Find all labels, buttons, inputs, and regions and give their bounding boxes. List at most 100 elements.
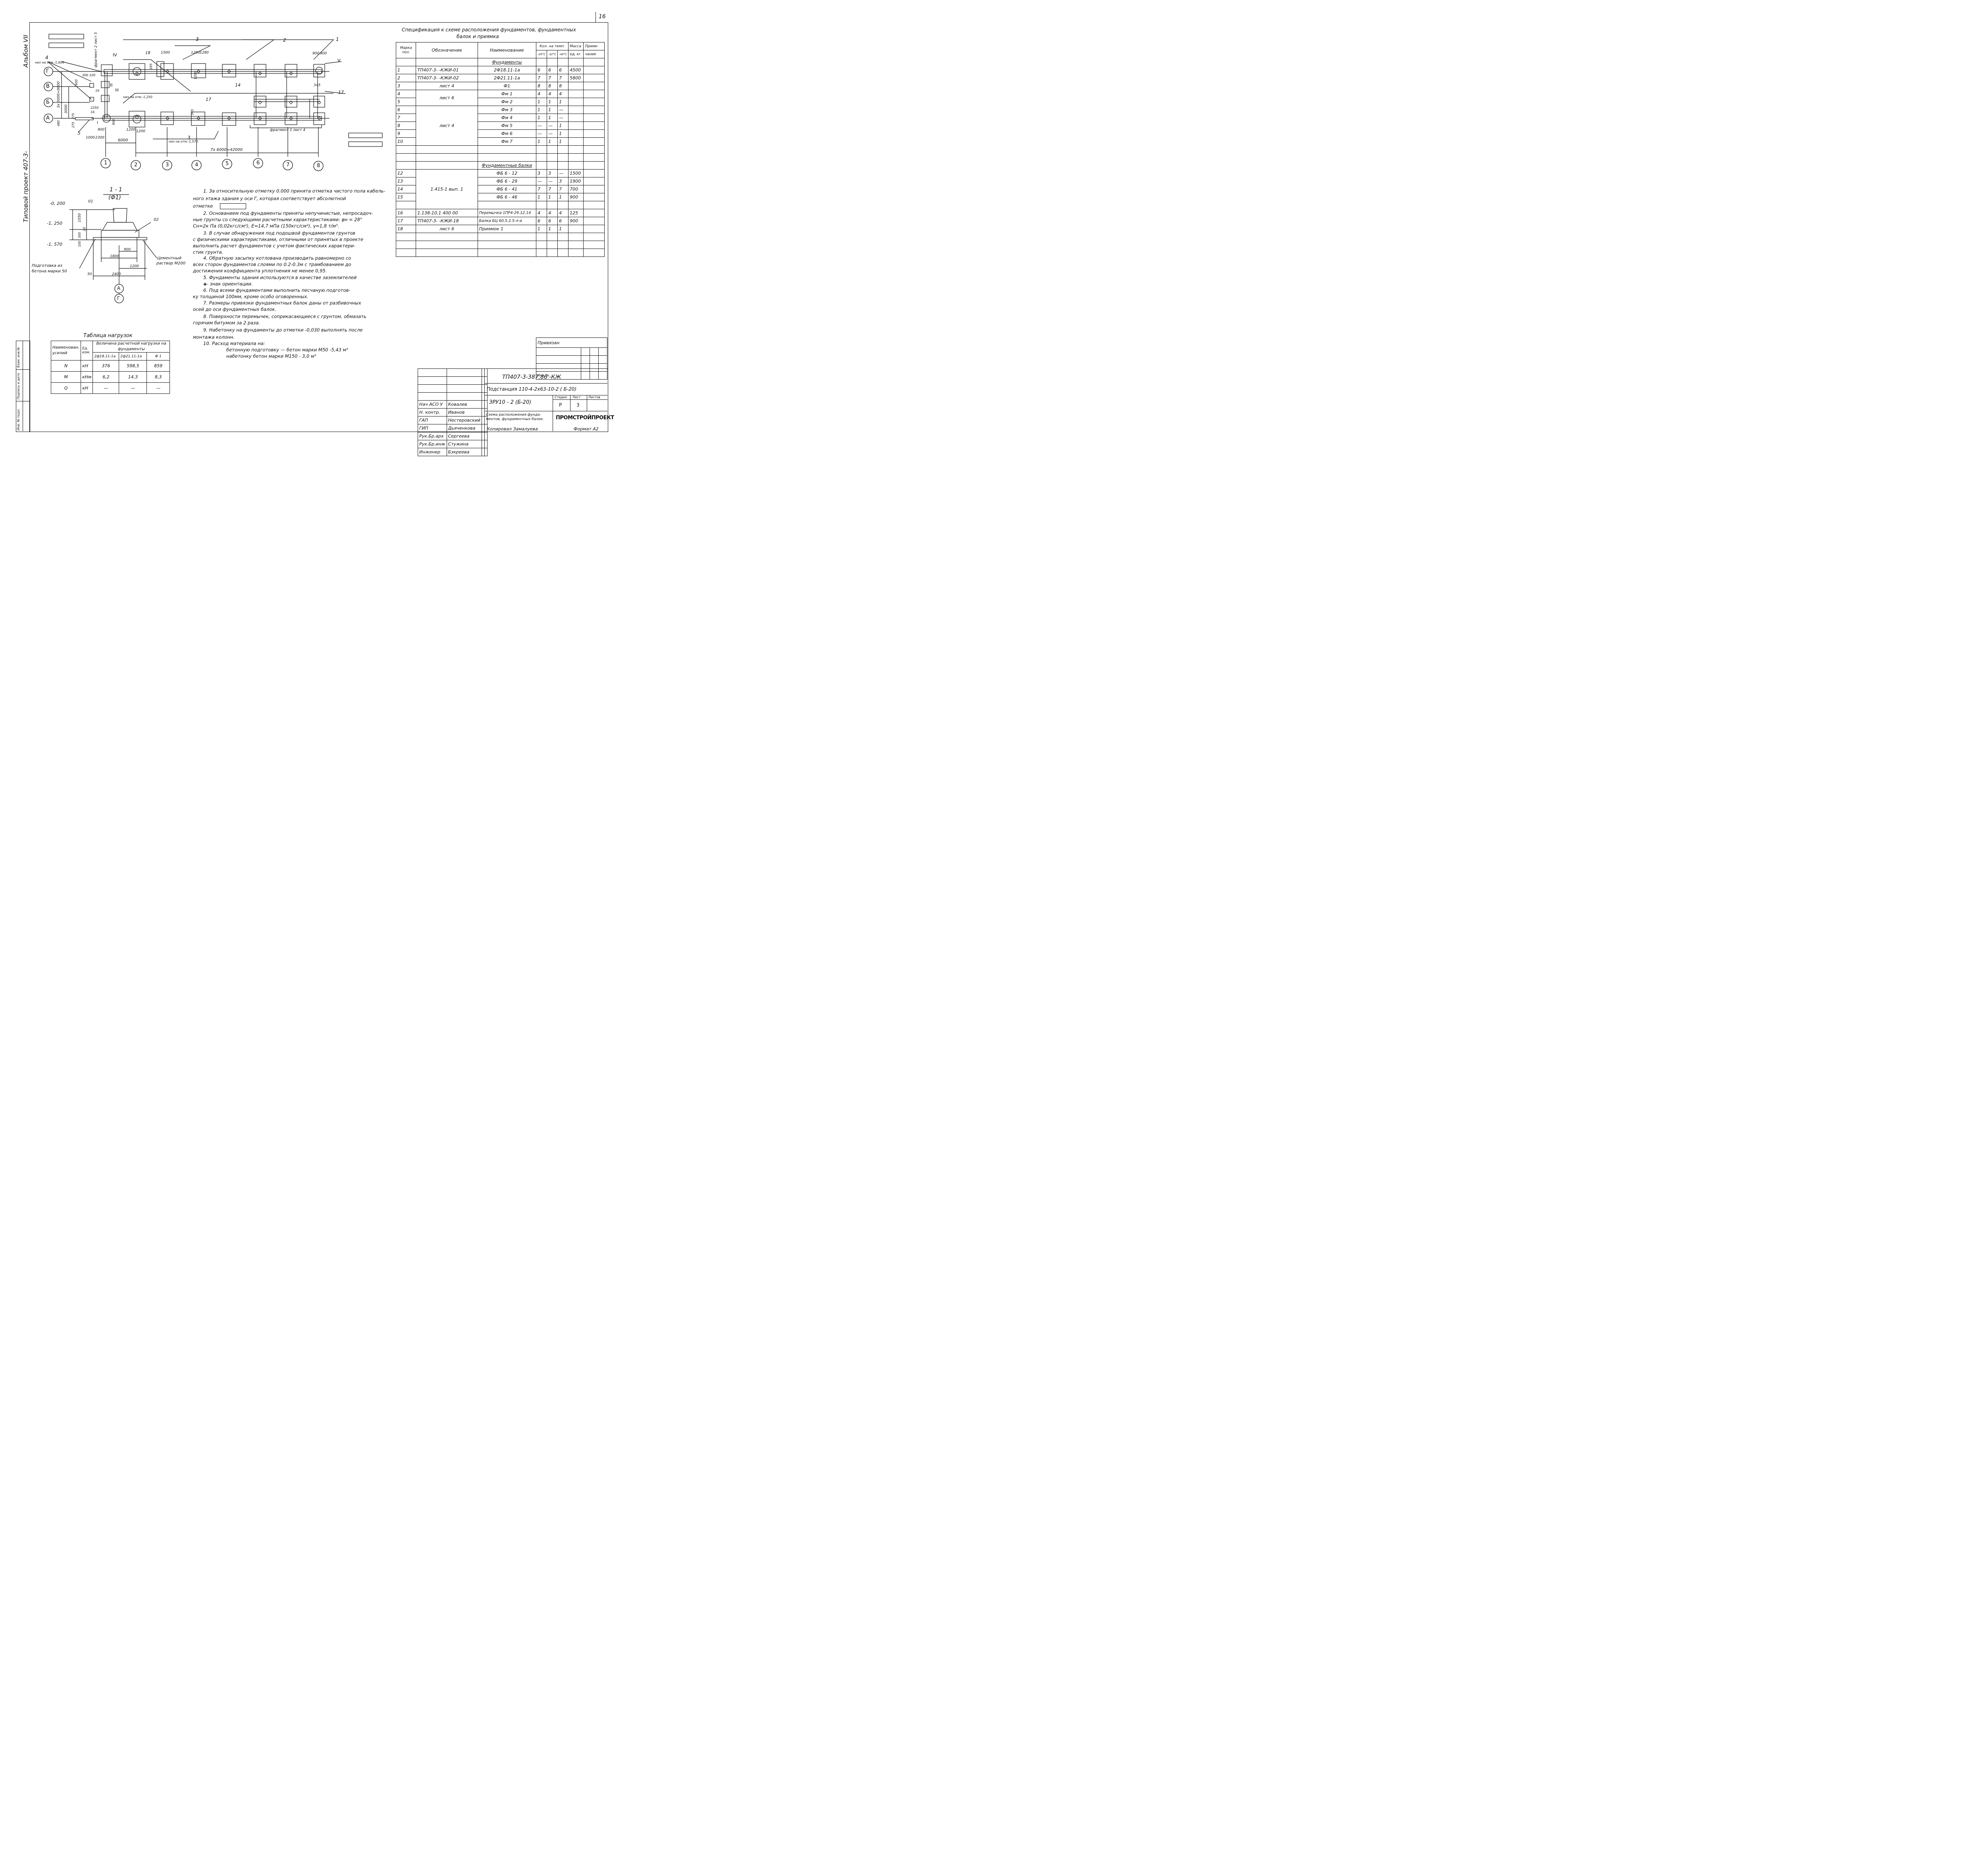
leader-18: 18 bbox=[145, 51, 150, 55]
merged-list4: лист 4 bbox=[416, 106, 478, 146]
table-row: Н. контр.Иванов bbox=[418, 408, 488, 416]
roman-i: I bbox=[97, 121, 98, 125]
dim-6000: 6000 bbox=[118, 138, 128, 143]
axis-label-8: 8 bbox=[317, 163, 320, 169]
sheet-format: Формат А2 bbox=[574, 426, 599, 432]
spec-section-foundations: Фундаменты bbox=[477, 58, 537, 66]
leader-2: 2 bbox=[283, 37, 286, 43]
loads-title: Таблица нагрузок bbox=[83, 333, 133, 339]
dim-1500: 1500 bbox=[161, 51, 170, 55]
prep-label-2: бетона марки 50 bbox=[32, 269, 67, 274]
page-number-box bbox=[596, 12, 608, 23]
low-mark-2: низ на отм.-1,250 bbox=[123, 95, 152, 99]
section-title: 1 - 1 bbox=[110, 187, 122, 193]
sheet-value: 3 bbox=[576, 402, 580, 408]
note-line: ◈- знак ориентации. bbox=[203, 281, 253, 287]
head-name: Наименование bbox=[477, 42, 537, 58]
loads-head-unit: Ед. изм. bbox=[81, 341, 93, 361]
leader-16a: 16 bbox=[95, 89, 100, 93]
privyazan-label: Привязан bbox=[536, 337, 607, 348]
sheets-header: Листов bbox=[588, 395, 600, 399]
loads-col-2: 2ф21.11-1а bbox=[119, 352, 147, 361]
left-strip bbox=[16, 341, 30, 432]
dim-2250: 2250 bbox=[91, 106, 99, 110]
loads-col-1: 2ф18.11-1а bbox=[93, 352, 119, 361]
head-t1: -20°С bbox=[536, 50, 547, 58]
leader-17a: 17 bbox=[206, 97, 211, 102]
dim-600: 600 bbox=[75, 79, 78, 85]
leader-3a: 3 bbox=[196, 37, 199, 42]
copied-by: Копировал Замалуева bbox=[487, 426, 538, 432]
dim-1000: 1000 bbox=[86, 136, 95, 140]
inv-label: Инв. № bbox=[536, 371, 582, 380]
leader-5: 5 bbox=[77, 130, 81, 136]
axis-label-g: Г bbox=[46, 68, 49, 74]
note-line: 2. Основанием под фундаменты приняты неп… bbox=[203, 210, 373, 216]
section-dim-1050: 1050 bbox=[78, 213, 82, 222]
section-mark-top: -0, 200 bbox=[50, 201, 65, 206]
note-line: отметке bbox=[193, 203, 213, 209]
note-line: 6. Под всеми фундаментами выполнить песч… bbox=[203, 287, 351, 293]
loads-table: Наименован. усилий Ед. изм. Величина рас… bbox=[50, 341, 170, 394]
section-dim-50: 50 bbox=[87, 272, 92, 276]
merged-list6: лист 6 bbox=[416, 90, 478, 106]
note-line: монтажа колонн. bbox=[193, 334, 235, 340]
spec-title-2: балок и приямка bbox=[457, 34, 499, 39]
page-number: 16 bbox=[599, 13, 606, 20]
roman-iii: III bbox=[115, 88, 119, 93]
dim-1200d: 1200 bbox=[194, 71, 197, 79]
note-line: осей до оси фундаментных балок. bbox=[193, 307, 277, 312]
note-line: бетонную подготовку — бетон марки М50 -5… bbox=[226, 347, 348, 353]
absolute-mark-box bbox=[220, 203, 246, 209]
loads-head-name: Наименован. усилий bbox=[50, 341, 81, 361]
low-mark-1: низ на отм.-1,600 bbox=[35, 61, 64, 64]
dim-345a: 345 bbox=[191, 109, 194, 115]
fragment-2-label: фрагмент 2 лист 5 bbox=[94, 32, 98, 67]
section-label-02: 02 bbox=[154, 218, 159, 222]
head-mass: Масса bbox=[568, 42, 584, 50]
stamp-object: Подстанция 110-4-2x63-10-2 ( Б-20) bbox=[487, 386, 577, 392]
note-line: 10. Расход материала на: bbox=[203, 341, 265, 346]
mortar-label-1: Цементный bbox=[157, 256, 181, 260]
album-label: Альбом VII bbox=[22, 35, 29, 67]
dim-480: 480 bbox=[57, 120, 60, 126]
dim-900d: 900 bbox=[320, 52, 327, 56]
note-line: ные грунты со следующими расчетными хара… bbox=[193, 217, 362, 222]
head-mass-unit: ед, кг bbox=[568, 50, 584, 58]
axis-label-4: 4 bbox=[195, 162, 198, 168]
note-line: 1. За относительную отметку 0.000 принят… bbox=[203, 188, 385, 194]
head-note: Приме- bbox=[583, 42, 605, 50]
strip-inv: Инв. № подл. bbox=[17, 408, 20, 430]
roman-ii: II bbox=[110, 83, 113, 88]
axis-label-b: Б bbox=[46, 99, 50, 105]
head-note-2: чание bbox=[583, 50, 605, 58]
note-line: 4. Обратную засыпку котлована производит… bbox=[203, 255, 351, 261]
dim-1200c: 1200 bbox=[191, 51, 200, 55]
leader-16b: 16 bbox=[91, 110, 95, 114]
section-dim-1200: 1200 bbox=[130, 264, 139, 268]
mortar-label-2: раствор М200 bbox=[156, 261, 186, 266]
note-line: достижения коэффициента уплотнения не ме… bbox=[193, 268, 327, 274]
section-dim-900: 900 bbox=[124, 248, 131, 252]
roman-v: V bbox=[337, 58, 341, 63]
sheet-header: Лист bbox=[572, 395, 581, 399]
low-mark-3: низ на отм.-1,570 bbox=[169, 140, 198, 143]
section-mark-low: -1, 570 bbox=[47, 242, 62, 247]
head-t3: -40°С bbox=[557, 50, 569, 58]
spec-section-beams: Фундаментные балки bbox=[477, 161, 537, 170]
note-line: Сн=2к Па (0,02кгс/см²), Е=14,7 мПа (150к… bbox=[193, 223, 339, 229]
leader-17b: 17 bbox=[338, 90, 344, 95]
loads-col-3: Ф 1 bbox=[146, 352, 170, 361]
